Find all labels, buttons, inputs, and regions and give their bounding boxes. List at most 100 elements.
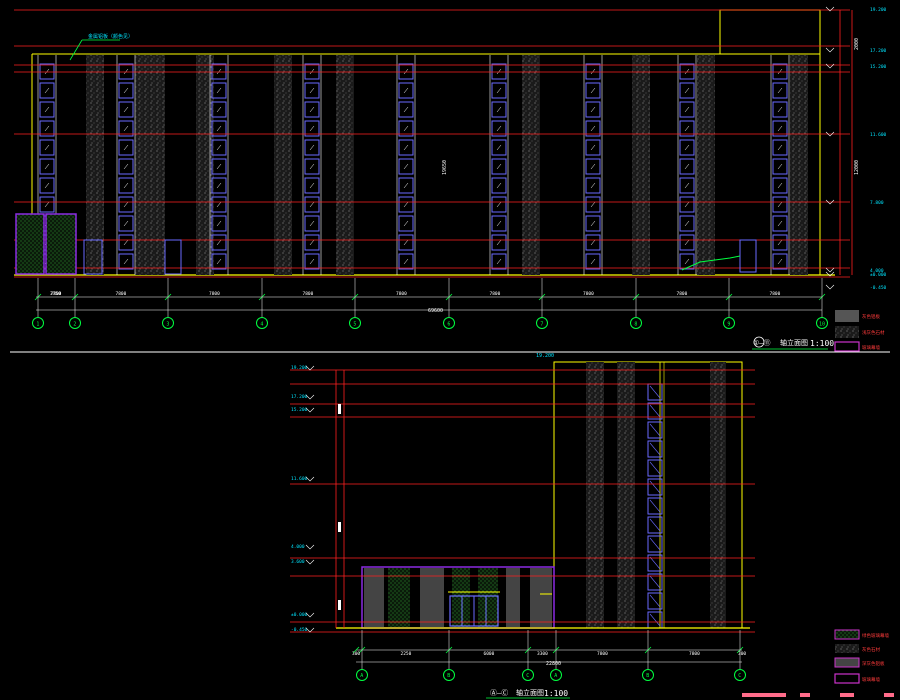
level-marker <box>825 63 835 69</box>
dimension-value: 3750 <box>50 291 61 297</box>
entrance-panel <box>45 213 77 275</box>
window-pane <box>304 177 320 194</box>
dimension-value: 2250 <box>401 651 412 657</box>
dimension-value: 7800 <box>583 291 594 297</box>
glass-mark <box>123 68 129 75</box>
level-label: 17.200 <box>870 48 887 54</box>
axis-label: C <box>526 673 529 679</box>
window-pane <box>304 82 320 99</box>
window-pane <box>118 234 134 251</box>
level-marker <box>305 612 315 618</box>
height-tick <box>338 404 341 414</box>
title-text: 轴立面图 <box>780 338 808 347</box>
window-pane <box>647 421 663 439</box>
level-marker <box>305 407 315 413</box>
glass-mark <box>123 258 129 265</box>
glass-mark <box>403 220 409 227</box>
window-pane <box>772 82 788 99</box>
axis-circle <box>162 317 174 329</box>
window-pane <box>398 177 414 194</box>
glass-mark <box>649 556 661 570</box>
level-lines <box>14 9 850 278</box>
window-pane <box>585 253 601 270</box>
door <box>164 239 182 275</box>
glass-mark <box>649 461 661 475</box>
axis-circle <box>734 669 746 681</box>
axis-label: 7 <box>540 322 543 328</box>
stone-strip <box>135 55 165 275</box>
window-pane <box>398 101 414 118</box>
aluminum-panel <box>364 568 384 627</box>
window-pane <box>304 158 320 175</box>
glass-mark <box>684 239 690 246</box>
stone-strip <box>336 55 354 275</box>
glass-mark <box>649 613 661 627</box>
window-pane <box>39 177 55 194</box>
glass-mark <box>496 68 502 75</box>
window-pane <box>772 139 788 156</box>
glass-mark <box>123 239 129 246</box>
level-label: 19.200 <box>291 365 308 371</box>
window-pane <box>679 215 695 232</box>
window-pane <box>772 63 788 80</box>
door <box>83 239 103 275</box>
window-pane <box>211 177 227 194</box>
glass-mark <box>777 220 783 227</box>
window-pane <box>585 234 601 251</box>
dimension-value: 3300 <box>537 651 548 657</box>
level-label: 11.600 <box>870 132 887 138</box>
window-pane <box>304 234 320 251</box>
height-tick <box>338 522 341 532</box>
glass-mark <box>496 182 502 189</box>
level-marker <box>825 271 835 277</box>
glass-mark <box>403 258 409 265</box>
glass-mark <box>777 201 783 208</box>
axis-label: 4 <box>260 322 263 328</box>
glass-mark <box>123 87 129 94</box>
window-pane <box>39 158 55 175</box>
glass-mark <box>496 163 502 170</box>
green-glass-panel <box>388 568 410 627</box>
glass-mark <box>309 220 315 227</box>
glass-mark <box>403 125 409 132</box>
axis-circle <box>356 669 368 681</box>
window-pane <box>304 196 320 213</box>
legend-swatch <box>834 657 860 668</box>
sheet-mark <box>840 693 854 697</box>
glass-mark <box>590 201 596 208</box>
glass-mark <box>309 87 315 94</box>
glass-mark <box>309 68 315 75</box>
glass-mark <box>590 163 596 170</box>
aluminum-panel <box>420 568 444 627</box>
window-pane <box>679 82 695 99</box>
window-pane <box>304 253 320 270</box>
height-dim: 12000 <box>854 160 860 175</box>
window-pane <box>398 63 414 80</box>
glass-mark <box>44 144 50 151</box>
glass-mark <box>590 182 596 189</box>
axis-circle <box>443 317 455 329</box>
window-pane <box>304 63 320 80</box>
glass-mark <box>590 220 596 227</box>
glass-mark <box>309 163 315 170</box>
axis-circle <box>550 669 562 681</box>
axis-circle <box>349 317 361 329</box>
window-pane <box>585 63 601 80</box>
window-pane <box>772 196 788 213</box>
glass-mark <box>684 258 690 265</box>
glass-mark <box>309 201 315 208</box>
level-label: -0.450 <box>870 285 887 291</box>
window-pane <box>585 215 601 232</box>
window-pane <box>679 196 695 213</box>
window-pane <box>679 101 695 118</box>
glass-mark <box>309 182 315 189</box>
glass-mark <box>123 182 129 189</box>
axis-label: A <box>360 673 363 679</box>
axis-label: 8 <box>634 322 637 328</box>
glass-mark <box>649 404 661 418</box>
stone-strip <box>196 55 214 275</box>
bottom-elevation-drawing: 19.20017.20015.20011.6004.0003.600±0.000… <box>290 353 894 699</box>
dimension-value: 7800 <box>597 651 608 657</box>
